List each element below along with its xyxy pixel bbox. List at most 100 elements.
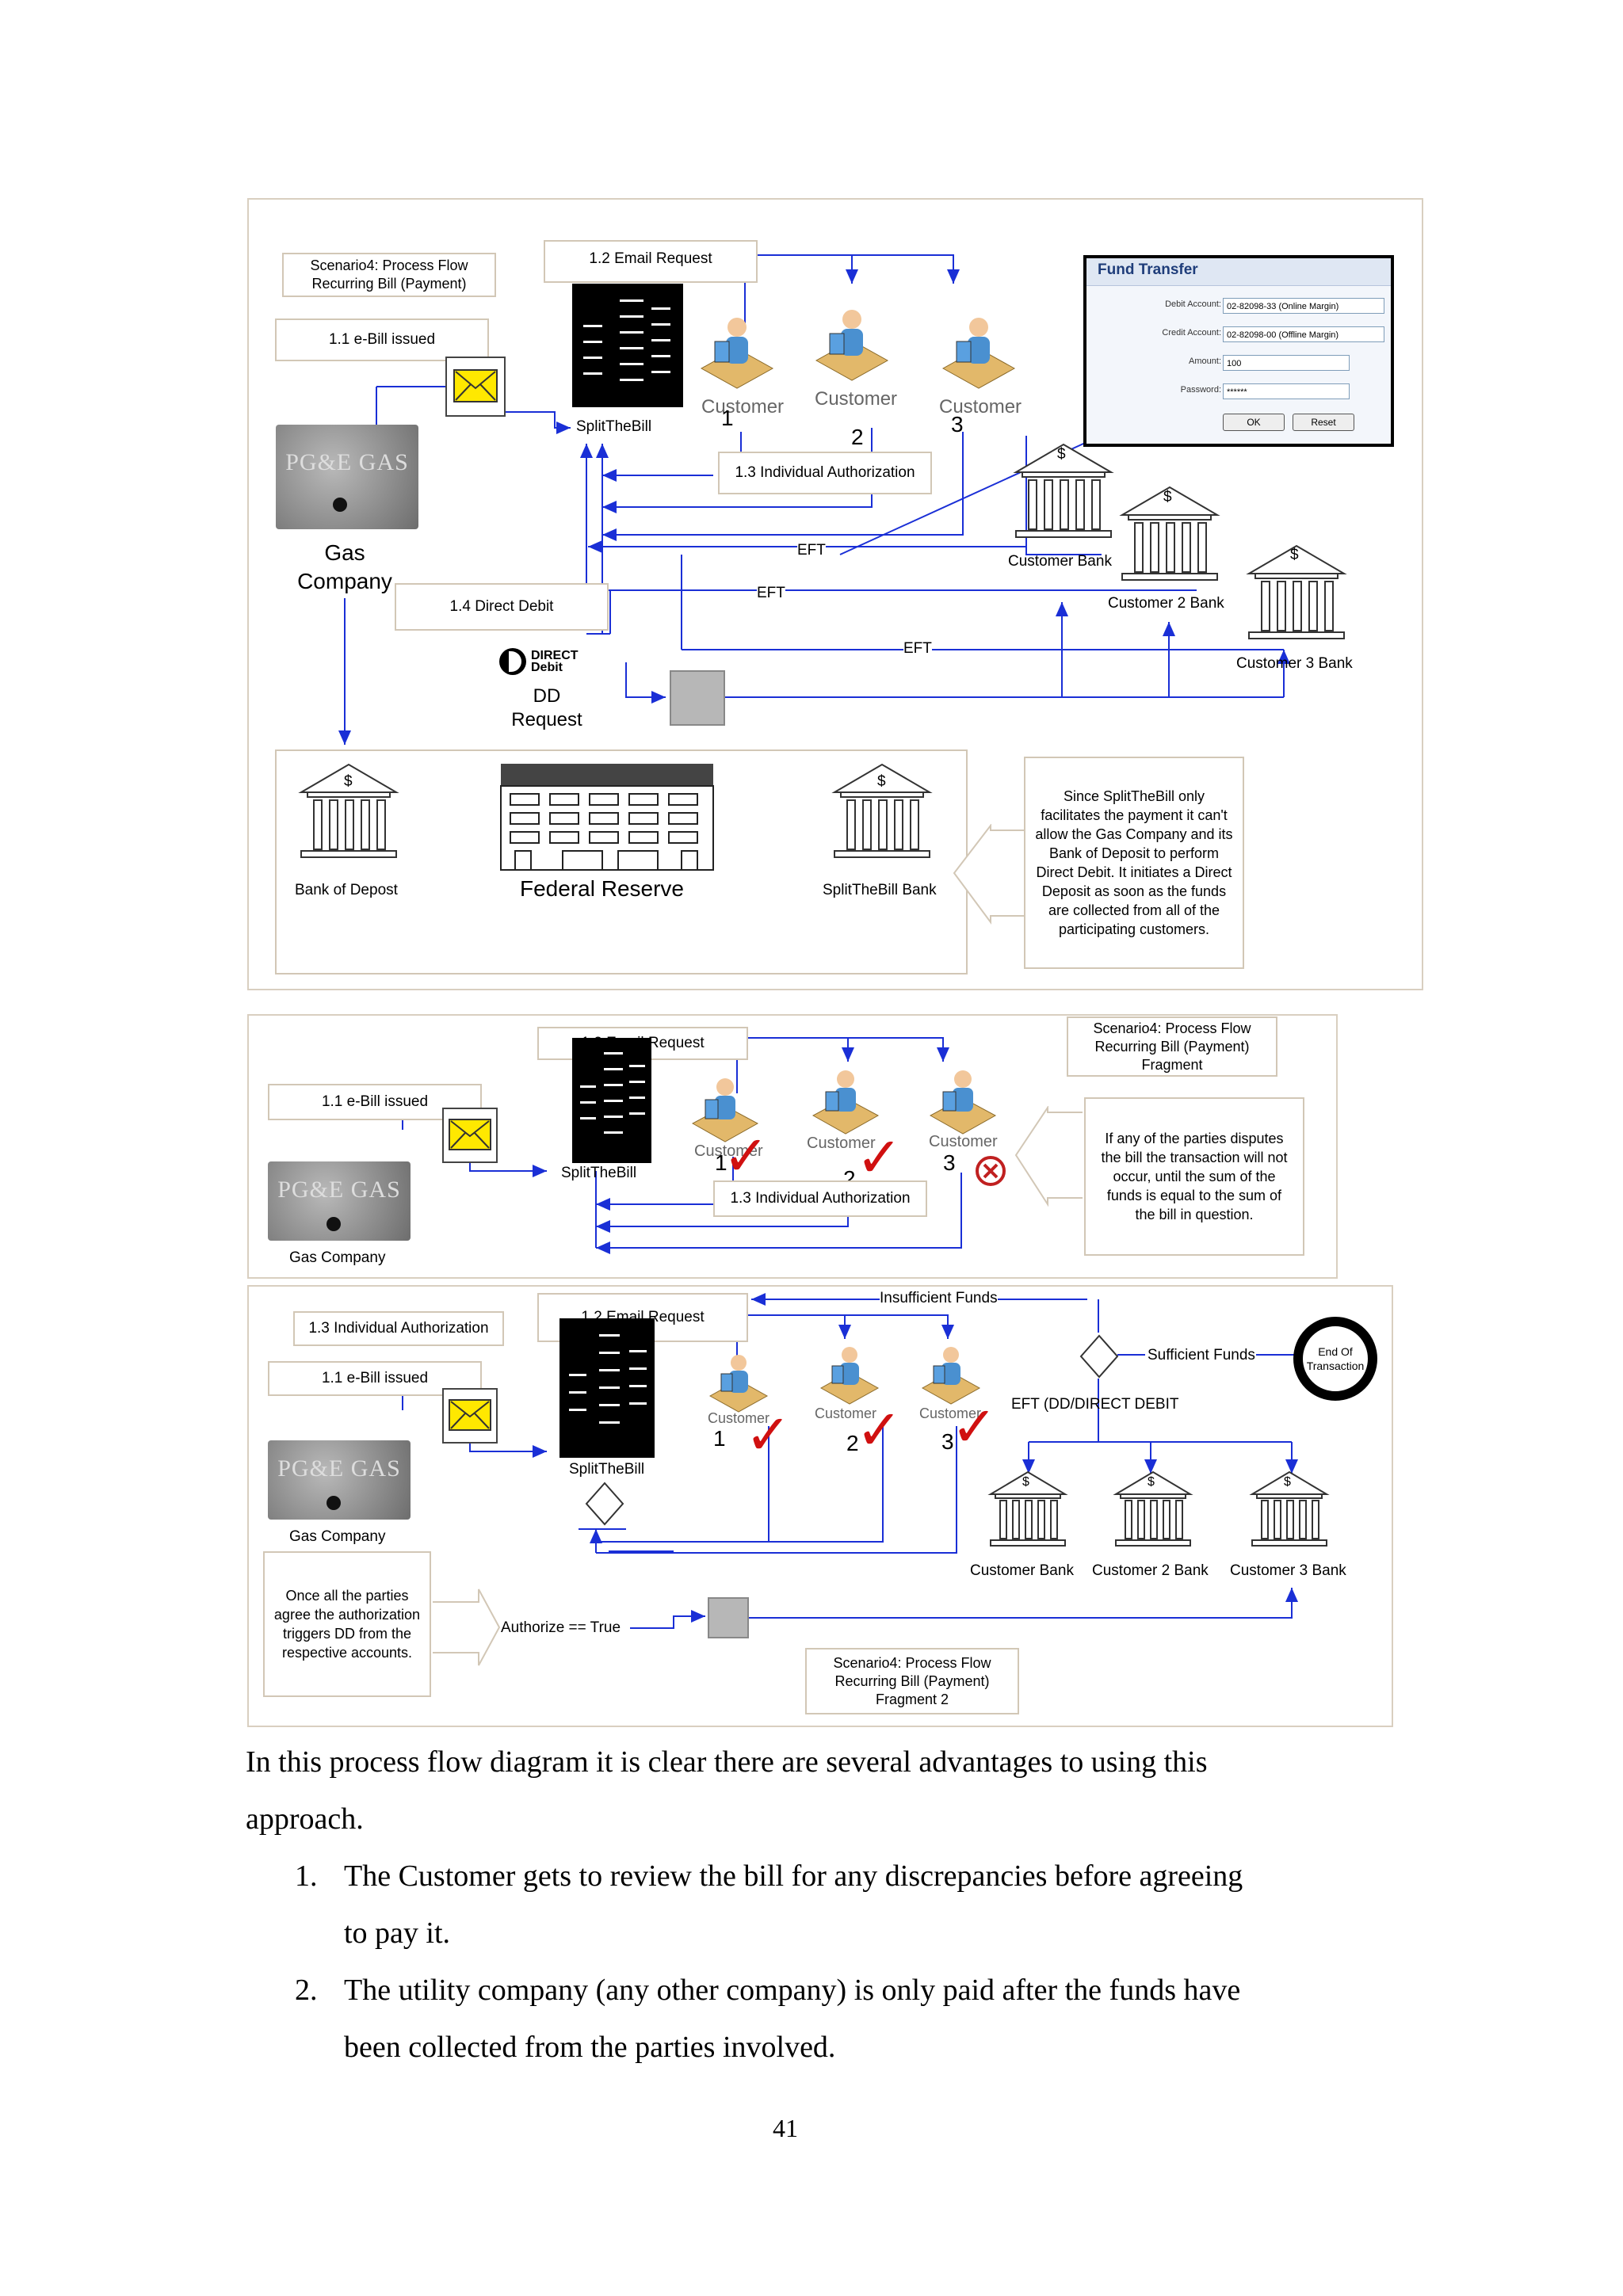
gas-company-label-2: Gas Company [289, 1249, 386, 1266]
eft-dd-label: EFT (DD/DIRECT DEBIT [1011, 1396, 1179, 1413]
customer-3-bank-dollar: $ [1290, 547, 1299, 563]
bank-of-deposit-dollar: $ [344, 773, 353, 790]
customer-2-bank-icon-3 [1113, 1470, 1193, 1547]
customer-1-icon [700, 318, 774, 389]
note-box-2: If any of the parties disputes the bill … [1084, 1097, 1304, 1256]
eft-label-2: EFT [757, 585, 785, 602]
customer-3-number: 3 [951, 412, 964, 437]
fund-transfer-window: Fund Transfer Debit Account: 02-82098-33… [1083, 255, 1394, 447]
direct-debit-logo-text: DIRECT Debit [531, 649, 579, 674]
customer-2-bank-label-3: Customer 2 Bank [1092, 1562, 1209, 1579]
list-item-1-number: 1. [295, 1859, 318, 1893]
approved-check-3: ✓ [745, 1404, 792, 1466]
sufficient-funds-label: Sufficient Funds [1148, 1347, 1255, 1363]
rejected-icon [976, 1156, 1006, 1186]
customer-2-label-2: Customer [807, 1135, 876, 1152]
dd-process-box [670, 670, 725, 726]
credit-account-label: Credit Account: [1162, 328, 1221, 338]
note-arrow-1 [953, 824, 1029, 925]
decision-diamond-2 [585, 1482, 624, 1526]
customer-2-number: 2 [851, 425, 864, 449]
customer-1-icon-2 [691, 1078, 759, 1142]
end-of-transaction-text: End Of Transaction [1306, 1345, 1365, 1372]
customer-1-number-2: 1 [715, 1150, 727, 1175]
gas-meter-image-3: PG&E GAS [268, 1440, 411, 1520]
ok-button[interactable]: OK [1223, 414, 1285, 431]
customer-1-label-3: Customer [708, 1410, 770, 1426]
federal-reserve-icon [500, 764, 714, 871]
amount-label: Amount: [1189, 357, 1221, 366]
authorize-label: Authorize == True [501, 1619, 621, 1636]
gas-company-label: Gas Company [297, 540, 392, 593]
dd-process-box-3 [708, 1597, 749, 1638]
splitthebill-building-icon [572, 284, 683, 407]
list-item-1-line-2: to pay it. [344, 1917, 451, 1950]
customer-2-icon-3 [819, 1347, 880, 1405]
customer-1-number-3: 1 [713, 1426, 726, 1451]
page-number: 41 [773, 2114, 798, 2142]
customer-2-icon [815, 310, 889, 381]
intro-line-2: approach. [246, 1802, 364, 1836]
note-arrow-3 [433, 1589, 501, 1666]
customer-2-icon-2 [812, 1070, 880, 1135]
individual-auth-text: 1.3 Individual Authorization [735, 464, 915, 481]
decision-diamond-1 [1079, 1334, 1119, 1379]
list-item-2-line-2: been collected from the parties involved… [344, 2031, 836, 2064]
customer-3-bank-label: Customer 3 Bank [1236, 655, 1353, 672]
customer-1-number: 1 [721, 406, 734, 430]
customer-bank-label: Customer Bank [1008, 553, 1112, 570]
approved-check-4: ✓ [856, 1399, 903, 1461]
customer-2-bank-dollar-3: $ [1148, 1475, 1155, 1489]
splitthebill-building-icon-2 [572, 1038, 651, 1163]
amount-field[interactable]: 100 [1223, 355, 1350, 371]
password-label: Password: [1180, 385, 1221, 395]
debit-account-label: Debit Account: [1165, 299, 1221, 309]
scenario-fragment-2-text: Scenario4: Process Flow Recurring Bill (… [833, 1654, 991, 1707]
individual-auth-text-2: 1.3 Individual Authorization [730, 1190, 911, 1207]
note-arrow-2 [1014, 1106, 1083, 1207]
intro-line-1: In this process flow diagram it is clear… [246, 1745, 1208, 1779]
note-text-1: Since SplitTheBill only facilitates the … [1035, 788, 1233, 937]
list-item-2-line-1: The utility company (any other company) … [344, 1974, 1241, 2007]
approved-check-5: ✓ [951, 1396, 998, 1458]
customer-3-label: Customer [939, 396, 1022, 418]
scenario-title-text: Scenario4: Process Flow Recurring Bill (… [310, 257, 468, 292]
customer-bank-dollar-3: $ [1022, 1475, 1029, 1489]
scenario-fragment-2-box: Scenario4: Process Flow Recurring Bill (… [805, 1648, 1019, 1714]
customer-3-label-3: Customer [919, 1405, 982, 1421]
direct-debit-box: 1.4 Direct Debit [395, 583, 609, 631]
note-text-3: Once all the parties agree the authoriza… [273, 1588, 421, 1661]
individual-auth-box: 1.3 Individual Authorization [718, 452, 932, 494]
note-text-2: If any of the parties disputes the bill … [1101, 1131, 1288, 1222]
customer-bank-dollar: $ [1057, 446, 1066, 463]
envelope-icon-3 [442, 1388, 498, 1444]
email-request-box: 1.2 Email Request [544, 240, 758, 283]
federal-reserve-label: Federal Reserve [520, 876, 684, 901]
customer-3-icon [941, 318, 1016, 389]
direct-debit-text: 1.4 Direct Debit [449, 598, 554, 615]
credit-account-select[interactable]: 02-82098-00 (Offline Margin) [1223, 326, 1384, 342]
splitthebill-building-icon-3 [559, 1318, 655, 1458]
ebill-issued-text-2: 1.1 e-Bill issued [321, 1093, 429, 1110]
individual-auth-box-2: 1.3 Individual Authorization [713, 1180, 927, 1217]
customer-bank-icon [1013, 443, 1114, 538]
debit-account-select[interactable]: 02-82098-33 (Online Margin) [1223, 298, 1384, 314]
password-field[interactable]: ****** [1223, 383, 1350, 399]
direct-debit-logo: DIRECT Debit [499, 648, 598, 677]
end-of-transaction-icon: End Of Transaction [1293, 1317, 1377, 1401]
reset-button[interactable]: Reset [1293, 414, 1354, 431]
customer-3-bank-icon [1246, 544, 1347, 639]
approved-check-1: ✓ [723, 1125, 769, 1187]
customer-1-label: Customer [701, 396, 785, 418]
ebill-issued-box: 1.1 e-Bill issued [275, 318, 489, 361]
individual-auth-text-3: 1.3 Individual Authorization [308, 1320, 489, 1337]
customer-2-bank-icon [1119, 486, 1220, 581]
dd-request-label: DD Request [511, 685, 582, 730]
meter-label-3: PG&E GAS [277, 1455, 401, 1482]
customer-3-number-3: 3 [941, 1429, 954, 1454]
splitthebill-label: SplitTheBill [576, 418, 652, 435]
customer-1-icon-3 [708, 1355, 769, 1413]
customer-2-bank-dollar: $ [1163, 489, 1172, 505]
customer-2-label: Customer [815, 388, 898, 410]
customer-3-bank-dollar-3: $ [1284, 1475, 1291, 1489]
